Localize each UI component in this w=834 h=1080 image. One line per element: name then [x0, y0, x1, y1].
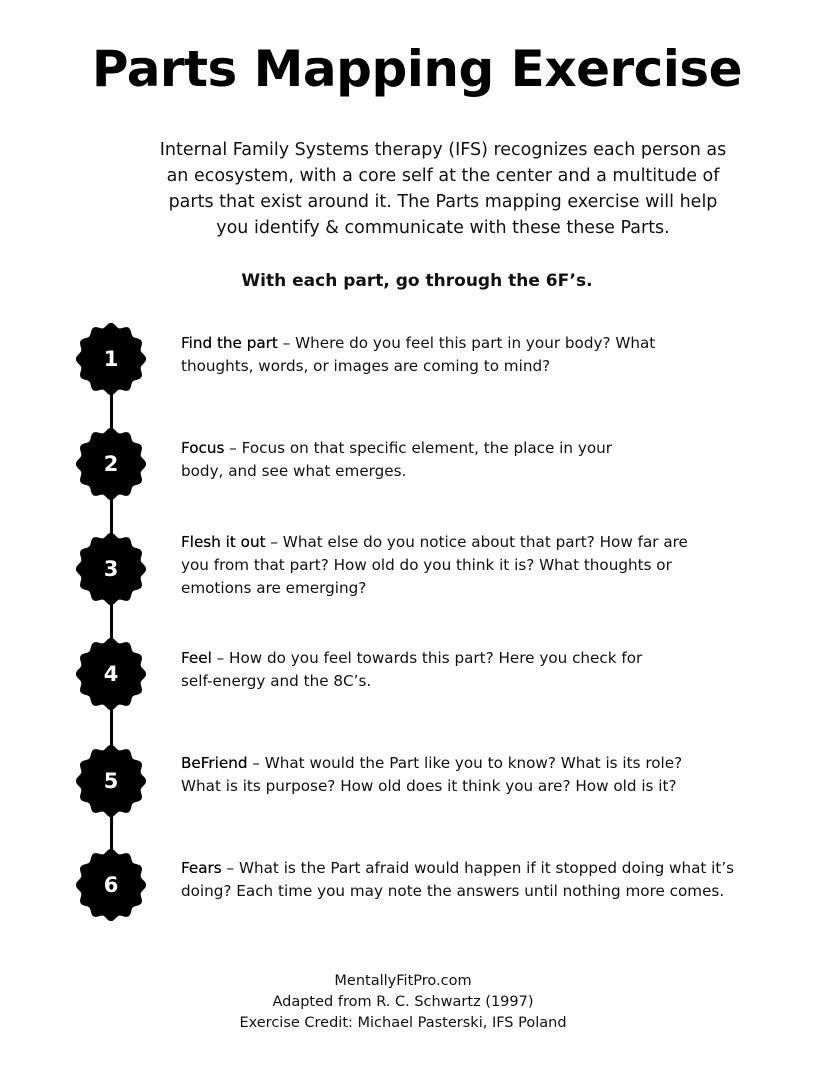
intro-paragraph: Internal Family Systems therapy (IFS) re… — [0, 137, 834, 241]
step-number: 4 — [103, 662, 119, 686]
step-description: – How do you feel towards this part? Her… — [211, 649, 643, 667]
intro-line: you identify & communicate with these th… — [216, 218, 670, 238]
step-description-line: thoughts, words, or images are coming to… — [181, 357, 551, 375]
step-description: – What else do you notice about that par… — [265, 533, 688, 551]
step-number: 3 — [103, 557, 119, 581]
step-number: 6 — [103, 873, 119, 897]
step-number-badge: 3 — [76, 533, 146, 605]
step-text: Flesh it out – What else do you notice a… — [181, 531, 688, 600]
step-text: Feel – How do you feel towards this part… — [181, 647, 642, 693]
footer: MentallyFitPro.com Adapted from R. C. Sc… — [0, 971, 806, 1034]
step-description-line: you from that part? How old do you think… — [181, 556, 672, 574]
step-number-badge: 1 — [76, 323, 146, 395]
timeline-connector — [110, 360, 113, 885]
step-text: Find the part – Where do you feel this p… — [181, 332, 655, 378]
step-title: Fears — [181, 859, 222, 877]
step-number: 2 — [103, 452, 119, 476]
intro-line: Internal Family Systems therapy (IFS) re… — [159, 140, 727, 160]
step-text: BeFriend – What would the Part like you … — [181, 752, 682, 798]
scalloped-badge-icon — [76, 428, 146, 500]
step-number-badge: 6 — [76, 849, 146, 921]
footer-site: MentallyFitPro.com — [334, 973, 472, 989]
scalloped-badge-icon — [76, 745, 146, 817]
step-title: BeFriend — [181, 754, 248, 772]
scalloped-badge-icon — [76, 638, 146, 710]
step-number-badge: 4 — [76, 638, 146, 710]
step-text: Fears – What is the Part afraid would ha… — [181, 857, 734, 903]
footer-adapted: Adapted from R. C. Schwartz (1997) — [272, 994, 534, 1010]
step-title: Focus — [181, 439, 225, 457]
step-title: Feel — [181, 649, 212, 667]
scalloped-badge-icon — [76, 323, 146, 395]
scalloped-badge-icon — [76, 849, 146, 921]
step-description-line: body, and see what emerges. — [181, 462, 407, 480]
step-description: – Focus on that specific element, the pl… — [224, 439, 612, 457]
step-description: – Where do you feel this part in your bo… — [277, 334, 656, 352]
step-description-line: doing? Each time you may note the answer… — [181, 882, 725, 900]
step-description: – What is the Part afraid would happen i… — [221, 859, 735, 877]
step-text: Focus – Focus on that specific element, … — [181, 437, 612, 483]
scalloped-badge-icon — [76, 533, 146, 605]
step-description: – What would the Part like you to know? … — [247, 754, 683, 772]
footer-credit: Exercise Credit: Michael Pasterski, IFS … — [239, 1015, 567, 1031]
intro-line: parts that exist around it. The Parts ma… — [168, 192, 718, 212]
step-number: 1 — [103, 347, 119, 371]
step-number: 5 — [103, 769, 119, 793]
step-title: Find the part — [181, 334, 278, 352]
step-description-line: emotions are emerging? — [181, 579, 367, 597]
step-title: Flesh it out — [181, 533, 266, 551]
step-number-badge: 2 — [76, 428, 146, 500]
step-number-badge: 5 — [76, 745, 146, 817]
subheading: With each part, go through the 6F’s. — [241, 271, 593, 291]
page-title: Parts Mapping Exercise — [91, 40, 743, 98]
step-description-line: self-energy and the 8C’s. — [181, 672, 372, 690]
step-description-line: What is its purpose? How old does it thi… — [181, 777, 677, 795]
intro-line: an ecosystem, with a core self at the ce… — [166, 166, 720, 186]
